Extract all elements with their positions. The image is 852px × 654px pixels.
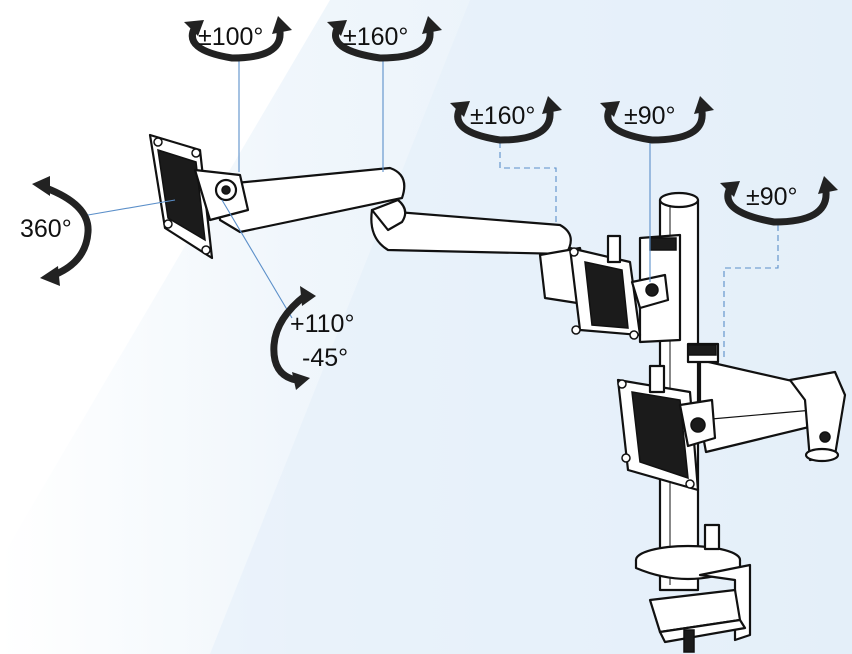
label-lower-tilt: ±90°	[746, 183, 798, 211]
angle-labels: ±100° ±160° ±160° ±90° ±90° 360° +110° -…	[20, 23, 798, 372]
arrowhead-mid-arm-swivel-left	[450, 101, 470, 117]
arrowhead-pitch-bottom	[292, 372, 310, 390]
arrowhead-mid-tilt-right	[694, 96, 714, 114]
vesa-hole	[685, 479, 695, 489]
middle-post	[606, 234, 622, 264]
arrowhead-lower-tilt-left	[720, 181, 740, 197]
arrow-mid-tilt	[604, 104, 706, 144]
vesa-hole	[153, 137, 163, 147]
arrow-top-arm-swivel	[332, 23, 434, 62]
vesa-hole	[191, 148, 201, 158]
middle-vesa-plate	[568, 234, 670, 340]
leader-lines	[87, 58, 779, 360]
arrowhead-mid-tilt-left	[600, 101, 620, 117]
arrowhead-mid-arm-swivel-right	[542, 96, 562, 114]
label-pitch-up: +110°	[290, 310, 354, 338]
arrowhead-top-arm-swivel-left	[327, 20, 347, 36]
label-mid-tilt: ±90°	[624, 102, 676, 130]
arrowhead-rotation-top	[32, 176, 50, 196]
lower-collar-band	[687, 344, 717, 356]
label-pitch-down: -45°	[302, 344, 348, 372]
vesa-hole	[629, 330, 639, 340]
label-top-arm-swivel: ±160°	[343, 23, 408, 51]
upper-arm-collar-band	[649, 237, 677, 251]
vesa-hole	[163, 219, 173, 229]
lower-arm-knob	[804, 447, 840, 463]
arrow-top-left-tilt	[188, 23, 284, 62]
arrowhead-top-left-tilt-left	[184, 20, 204, 36]
arrow-rotation	[42, 184, 92, 279]
arrowhead-lower-tilt-right	[818, 176, 838, 194]
arrow-lower-tilt	[724, 184, 830, 226]
leader-rotation	[87, 199, 176, 216]
cable-clip	[703, 523, 721, 551]
lower-arm-bolt	[819, 431, 831, 443]
leader-pitch	[221, 199, 293, 319]
pole-cap	[658, 191, 700, 209]
arrow-mid-arm-swivel	[454, 104, 554, 144]
arrowhead-pitch-top	[300, 286, 316, 306]
lower-post	[648, 364, 666, 394]
left-vesa-plate-inner	[157, 148, 206, 242]
vesa-hole	[569, 247, 579, 257]
vesa-hole	[617, 379, 627, 389]
arrowhead-top-left-tilt-right	[272, 16, 292, 34]
middle-vesa-plate-inner	[584, 261, 629, 329]
arrowhead-top-arm-swivel-right	[422, 16, 442, 34]
clamp-screw	[683, 629, 695, 653]
lower-tilt-knob	[690, 417, 706, 433]
vesa-hole	[201, 245, 211, 255]
lower-vesa-plate	[616, 364, 717, 492]
clamp-jaw	[658, 618, 747, 644]
upper-arm	[213, 166, 717, 356]
vesa-hole	[571, 325, 581, 335]
lower-vesa-plate-inner	[631, 391, 689, 480]
arrow-pitch	[270, 291, 310, 384]
left-vesa-plate	[148, 133, 250, 260]
rotation-arrows	[32, 16, 838, 390]
middle-tilt-knob	[645, 283, 659, 297]
upper-arm-joint	[370, 198, 407, 232]
leader-lower-tilt	[723, 225, 779, 360]
lower-arm	[686, 342, 847, 463]
arrowhead-rotation-bottom	[40, 266, 60, 286]
upper-arm-segment-1	[213, 166, 406, 234]
label-top-left-tilt: ±100°	[198, 23, 263, 51]
leader-mid-arm-swivel	[499, 142, 557, 222]
vesa-hole	[621, 453, 631, 463]
label-mid-arm-swivel: ±160°	[470, 102, 535, 130]
label-rotation: 360°	[20, 215, 72, 243]
left-tilt-knob-center	[221, 185, 231, 195]
